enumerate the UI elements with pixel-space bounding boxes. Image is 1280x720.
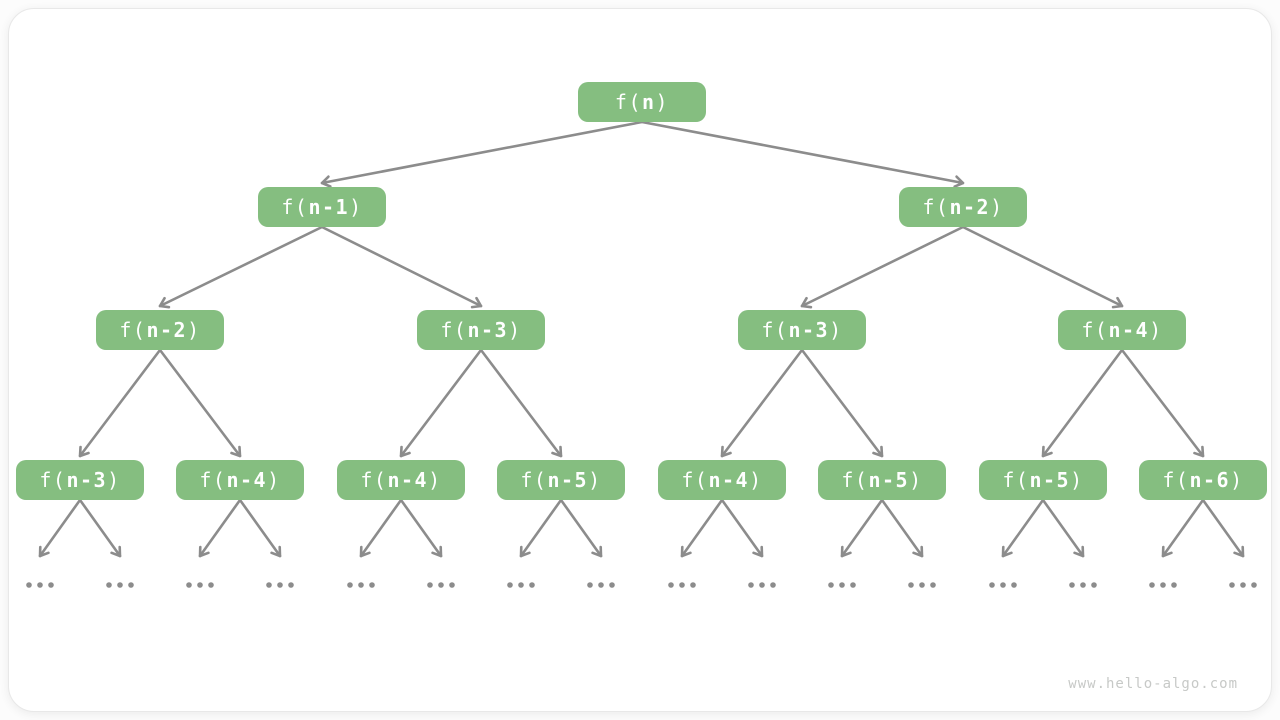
tree-node-RRR: f(n-6) <box>1139 460 1267 500</box>
node-label-argument: n-3 <box>467 318 509 342</box>
tree-node-LLR: f(n-4) <box>176 460 304 500</box>
node-label-prefix: f( <box>281 195 309 219</box>
node-label-suffix: ) <box>508 318 522 342</box>
node-label-prefix: f( <box>360 468 388 492</box>
tree-node-root: f(n) <box>578 82 706 122</box>
node-label-prefix: f( <box>440 318 468 342</box>
node-label-suffix: ) <box>349 195 363 219</box>
tree-node-LL: f(n-2) <box>96 310 224 350</box>
node-label-argument: n-4 <box>387 468 429 492</box>
tree-node-R: f(n-2) <box>899 187 1027 227</box>
tree-node-LRR: f(n-5) <box>497 460 625 500</box>
node-label-suffix: ) <box>107 468 121 492</box>
node-label-argument: n-3 <box>788 318 830 342</box>
node-label-suffix: ) <box>428 468 442 492</box>
node-label-suffix: ) <box>909 468 923 492</box>
node-label-argument: n-4 <box>226 468 268 492</box>
tree-node-RRL: f(n-5) <box>979 460 1107 500</box>
node-label-prefix: f( <box>1162 468 1190 492</box>
tree-node-RLL: f(n-4) <box>658 460 786 500</box>
node-label-suffix: ) <box>187 318 201 342</box>
node-label-prefix: f( <box>520 468 548 492</box>
node-label-suffix: ) <box>829 318 843 342</box>
watermark-text: www.hello-algo.com <box>1068 676 1238 692</box>
node-label-argument: n-5 <box>1029 468 1071 492</box>
node-label-prefix: f( <box>1002 468 1030 492</box>
tree-node-RL: f(n-3) <box>738 310 866 350</box>
node-label-prefix: f( <box>1081 318 1109 342</box>
tree-node-RR: f(n-4) <box>1058 310 1186 350</box>
tree-node-LRL: f(n-4) <box>337 460 465 500</box>
node-label-prefix: f( <box>119 318 147 342</box>
node-label-suffix: ) <box>588 468 602 492</box>
node-label-suffix: ) <box>1149 318 1163 342</box>
tree-node-LLL: f(n-3) <box>16 460 144 500</box>
node-label-prefix: f( <box>199 468 227 492</box>
node-label-argument: n-5 <box>868 468 910 492</box>
node-label-argument: n <box>642 90 656 114</box>
node-label-argument: n-1 <box>308 195 350 219</box>
tree-node-L: f(n-1) <box>258 187 386 227</box>
tree-node-RLR: f(n-5) <box>818 460 946 500</box>
node-label-prefix: f( <box>841 468 869 492</box>
node-label-argument: n-3 <box>66 468 108 492</box>
node-label-prefix: f( <box>614 90 642 114</box>
node-label-suffix: ) <box>267 468 281 492</box>
node-label-argument: n-5 <box>547 468 589 492</box>
node-label-suffix: ) <box>749 468 763 492</box>
node-label-argument: n-4 <box>1108 318 1150 342</box>
node-label-suffix: ) <box>655 90 670 114</box>
node-label-prefix: f( <box>761 318 789 342</box>
node-label-argument: n-4 <box>708 468 750 492</box>
node-label-suffix: ) <box>1070 468 1084 492</box>
node-label-argument: n-2 <box>146 318 188 342</box>
node-label-suffix: ) <box>990 195 1004 219</box>
node-label-prefix: f( <box>922 195 950 219</box>
node-label-prefix: f( <box>681 468 709 492</box>
tree-node-LR: f(n-3) <box>417 310 545 350</box>
node-label-argument: n-2 <box>949 195 991 219</box>
node-label-suffix: ) <box>1230 468 1244 492</box>
node-label-argument: n-6 <box>1189 468 1231 492</box>
node-label-prefix: f( <box>39 468 67 492</box>
